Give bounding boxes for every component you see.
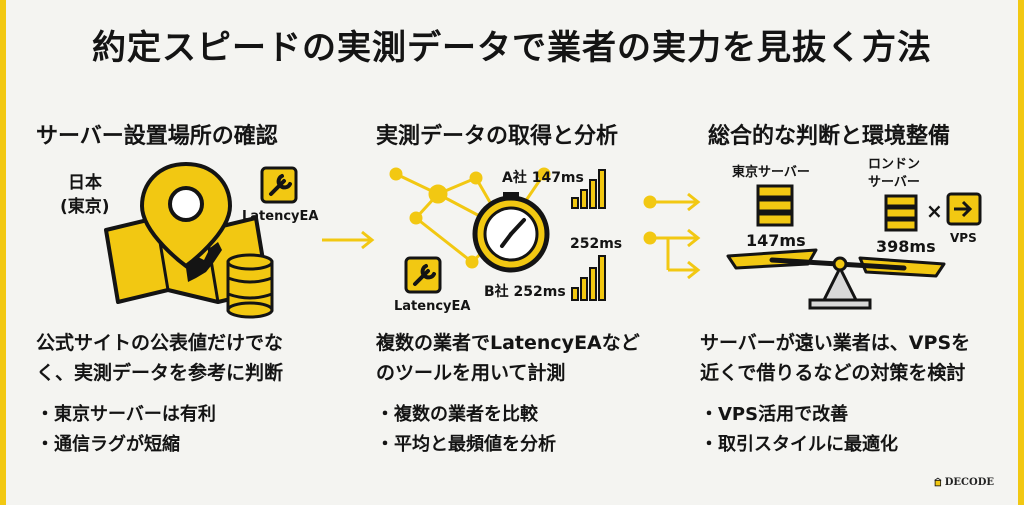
server-location-illustration: 日本 (東京) [36,150,336,325]
step-judgement: 総合的な判断と環境整備 東京サーバー ロンドン サーバー × VPS [700,0,1000,505]
description-line: 公式サイトの公表値だけでな [36,332,284,354]
description-line: 近くで借りるなどの対策を検討 [700,362,966,384]
stopwatch-icon [472,192,550,273]
london-server-label-sub: サーバー [868,175,920,190]
step-description: 複数の業者でLatencyEAなど のツールを用いて計測 [376,328,681,388]
judgement-illustration: 東京サーバー ロンドン サーバー × VPS 147ms 398ms [700,150,1000,325]
wrench-icon [404,256,442,294]
logo-mark-icon [934,477,942,487]
bullet-item: 平均と最頻値を分析 [394,430,556,460]
step-description: 公式サイトの公表値だけでな く、実測データを参考に判断 [36,328,341,388]
times-icon: × [926,199,943,223]
broker-a-latency: A社 147ms [502,169,584,186]
step-measurement: 実測データの取得と分析 [376,0,676,505]
server-icon [884,194,918,232]
frame-edge-right [1018,0,1024,505]
bullet-item: 取引スタイルに最適化 [718,430,898,460]
column-heading: 総合的な判断と環境整備 [708,124,951,149]
bar-chart-icon-b [571,255,606,301]
vps-arrow-icon [946,192,982,226]
location-label: 日本 [68,172,102,193]
bullet-list: VPS活用で改善 取引スタイルに最適化 [718,400,898,460]
brand-logo: DECODE [934,471,994,493]
bullet-item: 通信ラグが短縮 [54,430,216,460]
server-icon [756,184,794,227]
measurement-illustration: A社 147ms 252ms B社 252ms LatencyEA [376,150,676,325]
step-description: サーバーが遠い業者は、VPSを 近くで借りるなどの対策を検討 [700,328,1005,388]
bar-chart-icon-a [571,169,606,209]
bullet-item: 複数の業者を比較 [394,400,556,430]
bullet-item: 東京サーバーは有利 [54,400,216,430]
london-server-label: ロンドン [868,157,920,172]
tokyo-server-label: 東京サーバー [732,164,810,180]
location-label-sub: (東京) [60,196,110,217]
bullet-list: 複数の業者を比較 平均と最頻値を分析 [394,400,556,460]
wrench-icon [260,166,298,204]
page-title: 約定スピードの実測データで業者の実力を見抜く方法 [92,28,932,68]
description-line: サーバーが遠い業者は、VPSを [700,332,971,354]
description-line: く、実測データを参考に判断 [36,362,284,384]
arrow-right-icon [322,230,375,250]
step-server-location: サーバー設置場所の確認 日本 (東京) [36,0,336,505]
location-pin-icon [139,161,233,269]
frame-edge-left [0,0,6,505]
logo-text: DECODE [944,476,994,488]
branch-arrows-icon [643,192,701,280]
description-line: のツールを用いて計測 [376,362,566,384]
bullet-item: VPS活用で改善 [718,400,898,430]
mid-latency: 252ms [570,236,622,252]
bullet-list: 東京サーバーは有利 通信ラグが短縮 [54,400,216,460]
vps-label: VPS [950,231,977,245]
column-heading: サーバー設置場所の確認 [36,124,278,149]
database-icon [226,253,274,319]
column-heading: 実測データの取得と分析 [376,124,619,149]
broker-b-latency: B社 252ms [484,283,566,300]
description-line: 複数の業者でLatencyEAなど [376,332,640,354]
tool-label: LatencyEA [242,209,318,224]
tokyo-latency: 147ms [746,231,806,250]
london-latency: 398ms [876,237,936,256]
tool-label: LatencyEA [394,299,470,314]
balance-scale-icon [726,248,946,310]
